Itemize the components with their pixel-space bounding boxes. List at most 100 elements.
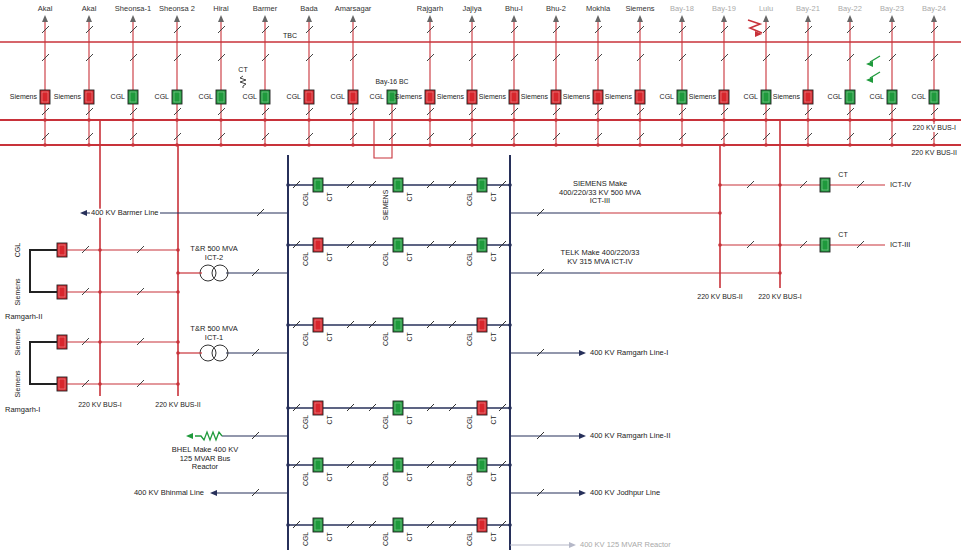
breaker-inner	[637, 92, 643, 102]
junction-dot	[263, 143, 267, 147]
feeder-wire	[67, 249, 178, 250]
ct-tag: CT	[490, 192, 498, 201]
breaker-symbol	[304, 90, 314, 104]
isolator-symbol	[747, 181, 754, 188]
junction-dot	[806, 118, 810, 122]
isolator-symbol	[499, 404, 506, 411]
reactor-label: BHEL Make 400 KV 125 MVAR Bus Reactor	[168, 446, 242, 472]
breaker-symbol	[477, 318, 487, 332]
breaker-symbol	[593, 90, 603, 104]
junction-dot	[176, 340, 180, 344]
junction-dot	[508, 406, 512, 410]
isolator-symbol	[499, 461, 506, 468]
breaker-symbol	[845, 90, 855, 104]
isolator-symbol	[137, 288, 144, 295]
isolator-symbol	[293, 404, 300, 411]
breaker-make: CGL	[155, 93, 169, 101]
breaker-make: CGL	[466, 252, 474, 266]
isolator-symbol	[805, 26, 812, 33]
bypass-bracket	[30, 250, 57, 292]
isolator-symbol	[42, 108, 49, 115]
feeder-wire	[765, 22, 766, 145]
isolator-symbol	[847, 108, 854, 115]
junction-dot	[764, 118, 768, 122]
transformer-symbol	[212, 265, 228, 281]
arrow-head	[579, 350, 586, 356]
transformer-label: T&R 500 MVA ICT-1	[184, 325, 244, 342]
junction-dot	[596, 118, 600, 122]
isolator-symbol	[889, 108, 896, 115]
feeder-wire	[67, 341, 178, 342]
breaker-symbol	[393, 318, 403, 332]
breaker-inner	[889, 92, 895, 102]
isolator-symbol	[262, 133, 269, 140]
ct-tag: CT	[406, 415, 414, 424]
feeder-wire	[429, 22, 430, 145]
breaker-inner	[479, 240, 485, 250]
junction-dot	[98, 382, 102, 386]
isolator-symbol	[82, 246, 89, 253]
feeder-wire	[639, 22, 640, 145]
isolator-symbol	[679, 133, 686, 140]
isolator-symbol	[427, 26, 434, 33]
breaker-inner	[679, 92, 685, 102]
junction-dot	[470, 118, 474, 122]
feeder-wire	[849, 22, 850, 145]
isolator-symbol	[931, 133, 938, 140]
junction-dot	[286, 183, 290, 187]
isolator-symbol	[252, 269, 259, 276]
junction-dot	[286, 323, 290, 327]
breaker-symbol	[887, 90, 897, 104]
isolator-symbol	[537, 209, 544, 216]
isolator-symbol	[449, 181, 456, 188]
line-name: 400 KV Jodhpur Line	[590, 489, 660, 498]
junction-dot	[87, 118, 91, 122]
breaker-make: CGL	[302, 415, 310, 429]
breaker-make: CGL	[870, 93, 884, 101]
isolator-symbol	[511, 26, 518, 33]
bus-name: 220 KV BUS-II	[155, 401, 201, 409]
isolator-symbol	[369, 404, 376, 411]
isolator-symbol	[82, 380, 89, 387]
breaker-make: CGL	[331, 93, 345, 101]
breaker-symbol	[425, 90, 435, 104]
ct-tag: CT	[490, 252, 498, 261]
bus-name: 220 KV BUS-I	[911, 124, 957, 132]
feeder-wire	[891, 22, 892, 145]
arrow-head	[763, 15, 769, 22]
bus-name: 220 KV BUS-I	[78, 401, 122, 409]
breaker-symbol	[467, 90, 477, 104]
junction-dot	[131, 118, 135, 122]
junction-dot	[512, 118, 516, 122]
bus-tag: TBC	[283, 32, 297, 40]
junction-dot	[43, 118, 47, 122]
ct-tag: CT	[490, 472, 498, 481]
isolator-symbol	[763, 133, 770, 140]
breaker-inner	[59, 337, 65, 347]
isolator-symbol	[350, 133, 357, 140]
breaker-inner	[130, 92, 136, 102]
ct-tag: CT	[490, 332, 498, 341]
breaker-symbol	[477, 518, 487, 532]
isolator-symbol	[86, 133, 93, 140]
transformer-wire	[600, 212, 720, 213]
isolator-symbol	[449, 241, 456, 248]
breaker-make: CGL	[199, 93, 213, 101]
isolator-symbol	[137, 246, 144, 253]
breaker-symbol	[313, 238, 323, 252]
breaker-make: CGL	[111, 93, 125, 101]
indicator-arrow	[870, 56, 880, 62]
breaker-symbol	[84, 90, 94, 104]
feeder-name: Bada	[300, 5, 318, 14]
breaker-make: CGL	[382, 415, 390, 429]
breaker-make: CGL	[466, 332, 474, 346]
isolator-symbol	[174, 108, 181, 115]
isolator-symbol	[137, 338, 144, 345]
junction-dot	[722, 118, 726, 122]
line-name: 400 KV Bhinmal Line	[134, 489, 204, 498]
transformer-wire	[510, 272, 600, 273]
transformer-wire	[178, 272, 202, 273]
bus-bar	[0, 144, 961, 146]
ct-tag: CT	[406, 332, 414, 341]
reactor-wire	[510, 544, 570, 545]
